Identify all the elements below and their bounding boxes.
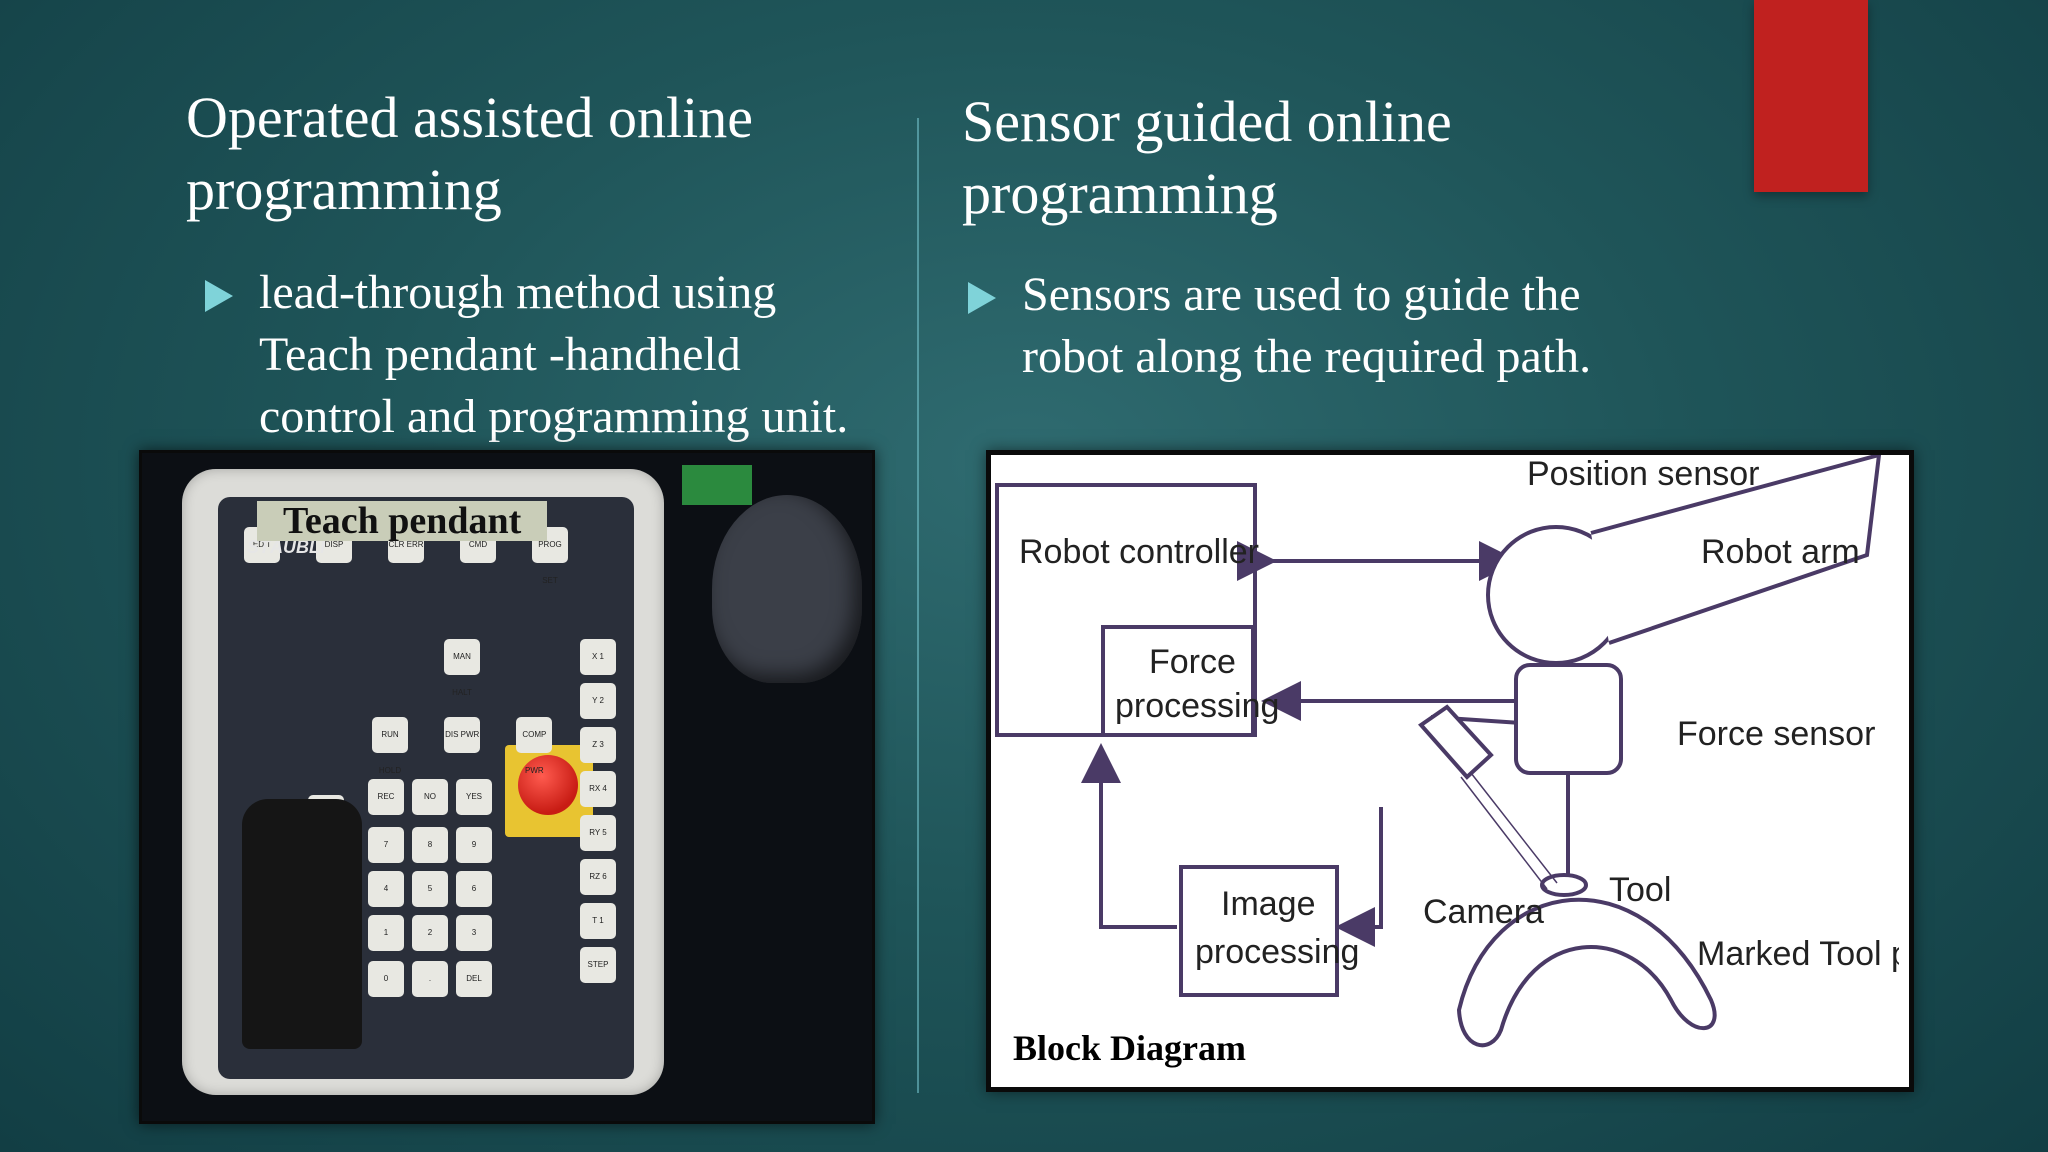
label-marked-tool-path: Marked Tool path: [1697, 935, 1899, 973]
label-position-sensor: Position sensor: [1527, 455, 1759, 493]
pendant-key: X 1: [580, 639, 616, 675]
pendant-key: DIS PWR: [444, 717, 481, 753]
pendant-key: 8: [412, 827, 448, 863]
pendant-key: STEP: [580, 947, 616, 983]
pendant-brand: STÄUBLI: [247, 537, 325, 557]
camera-view-1: [1470, 772, 1558, 884]
accent-bar: [1754, 0, 1868, 192]
label-image-processing: processing: [1195, 933, 1359, 971]
pendant-key: 6: [456, 871, 492, 907]
column-divider: [917, 118, 919, 1093]
label-camera: Camera: [1423, 893, 1544, 931]
pendant-key: RY 5: [580, 815, 616, 851]
left-bullet: lead-through method using Teach pendant …: [205, 262, 905, 448]
right-heading: Sensor guided online programming: [962, 89, 1452, 226]
left-heading: Operated assisted online programming: [186, 85, 753, 222]
robot-arm: [1590, 455, 1882, 645]
label-force: Force: [1149, 643, 1236, 681]
emergency-stop-icon: [518, 755, 578, 815]
label-robot-arm: Robot arm: [1701, 533, 1860, 571]
left-bullet-text: lead-through method using Teach pendant …: [259, 266, 849, 443]
triangle-right-icon: [205, 280, 233, 312]
pendant-key: 9: [456, 827, 492, 863]
pendant-grip: [242, 799, 362, 1049]
force-sensor-body: [1514, 663, 1623, 775]
block-diagram: Robot controller Force processing Image …: [986, 450, 1914, 1092]
label-image: Image: [1221, 885, 1316, 923]
pendant-key: T 1: [580, 903, 616, 939]
pendant-key: Y 2: [580, 683, 616, 719]
image-to-controller-arrow: [1081, 743, 1177, 929]
block-diagram-svg: Robot controller Force processing Image …: [995, 455, 1899, 1048]
tool-tip: [1540, 873, 1588, 897]
label-force-processing: processing: [1115, 687, 1279, 725]
pendant-key: 0: [368, 961, 404, 997]
label-robot-controller: Robot controller: [1019, 533, 1259, 571]
pendant-key: 3: [456, 915, 492, 951]
pendant-key: YES: [456, 779, 492, 815]
pendant-key: NO: [412, 779, 448, 815]
pendant-key: PROG SET: [532, 527, 568, 585]
tool-path-curve: [1456, 897, 1717, 1048]
triangle-right-icon: [968, 282, 996, 314]
joystick-knob: [712, 495, 862, 683]
pendant-key: DEL: [456, 961, 492, 997]
pendant-key: MAN HALT: [444, 639, 480, 697]
pendant-key: COMP PWR: [516, 717, 553, 775]
block-diagram-caption: Block Diagram: [1013, 1028, 1246, 1068]
pendant-key: RZ 6: [580, 859, 616, 895]
pendant-key: .: [412, 961, 448, 997]
pendant-key: RUN HOLD: [372, 717, 408, 775]
right-bullet-text: Sensors are used to guide the robot alon…: [1022, 268, 1592, 383]
pendant-key: RX 4: [580, 771, 616, 807]
pendant-key: 4: [368, 871, 404, 907]
camera-body: [1418, 704, 1494, 780]
pendant-key: 7: [368, 827, 404, 863]
right-bullet: Sensors are used to guide the robot alon…: [968, 264, 1688, 388]
pendant-label: Teach pendant: [257, 501, 548, 541]
label-tool: Tool: [1609, 871, 1671, 909]
green-cable-strip: [682, 465, 752, 505]
pendant-key: 5: [412, 871, 448, 907]
label-force-sensor: Force sensor: [1677, 715, 1875, 753]
pendant-key: REC DONE: [368, 779, 404, 837]
camera-to-image-arrow: [1335, 807, 1383, 947]
pendant-key: 2: [412, 915, 448, 951]
force-processing-box: [1101, 625, 1255, 737]
camera-view-2: [1460, 776, 1548, 890]
pendant-key: Z 3: [580, 727, 616, 763]
pendant-key: 1: [368, 915, 404, 951]
